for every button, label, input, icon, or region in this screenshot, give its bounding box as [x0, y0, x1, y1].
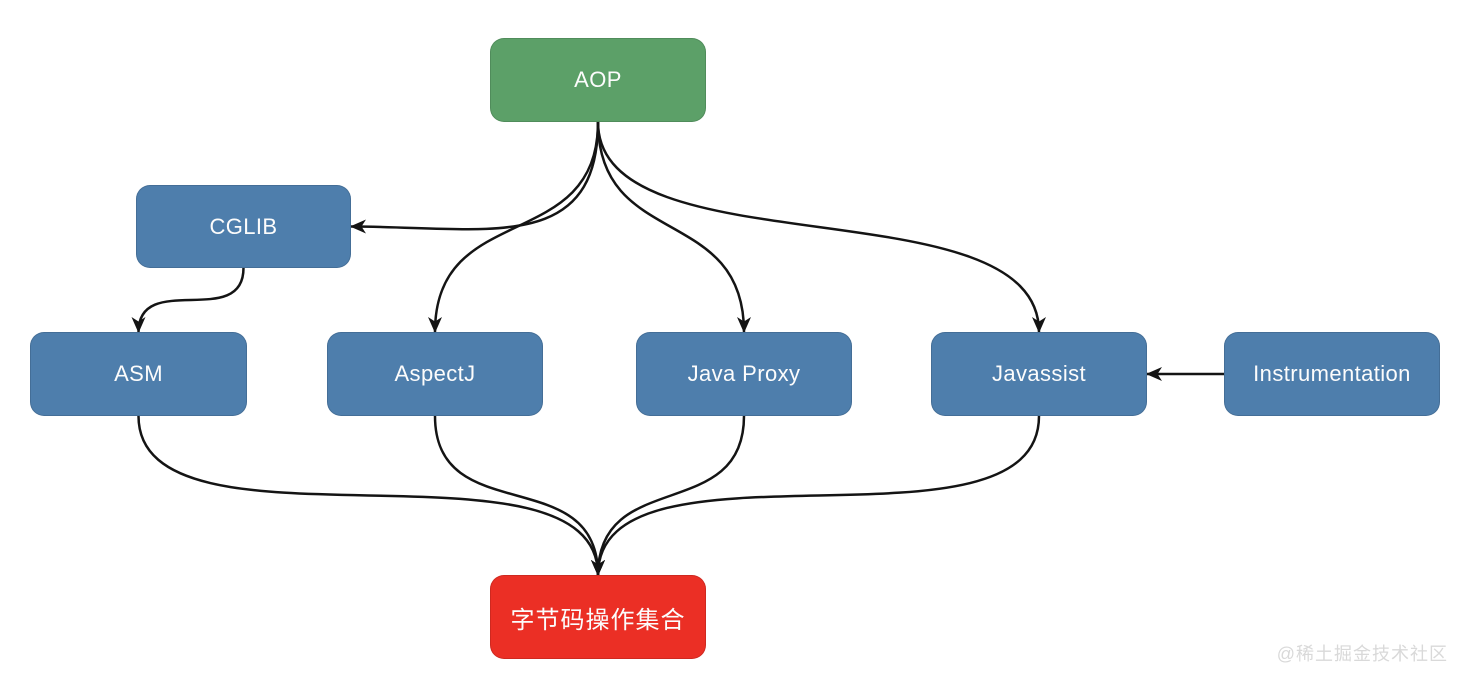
edge-aop-javassist	[596, 121, 1046, 333]
edge-asm-bytecode	[137, 415, 605, 576]
edge-javassist-bytecode	[591, 415, 1041, 576]
watermark: @稀土掘金技术社区	[1276, 644, 1448, 664]
edge-aop-aspectj	[428, 121, 600, 333]
edge-cglib-asm	[131, 267, 245, 333]
node-asm: ASM	[30, 332, 247, 416]
edge-aspectj-bytecode	[433, 415, 605, 576]
node-label-bytecode: 字节码操作集合	[510, 606, 686, 634]
node-label-javaproxy: Java Proxy	[687, 361, 801, 386]
node-label-aop: AOP	[574, 67, 622, 92]
node-aop: AOP	[490, 38, 706, 122]
node-instrumentation: Instrumentation	[1224, 332, 1440, 416]
node-cglib: CGLIB	[136, 185, 351, 268]
node-label-cglib: CGLIB	[209, 213, 278, 239]
node-label-javassist: Javassist	[991, 361, 1087, 386]
node-label-aspectj: AspectJ	[394, 361, 476, 386]
node-aspectj: AspectJ	[327, 332, 543, 416]
node-label-instrumentation: Instrumentation	[1253, 361, 1411, 386]
node-javassist: Javassist	[931, 332, 1147, 416]
node-bytecode: 字节码操作集合	[490, 575, 706, 659]
edge-aop-cglib	[350, 121, 600, 234]
edge-aop-javaproxy	[596, 121, 751, 333]
node-javaproxy: Java Proxy	[636, 332, 852, 416]
edge-javaproxy-bytecode	[591, 415, 746, 576]
node-label-asm: ASM	[114, 361, 163, 386]
